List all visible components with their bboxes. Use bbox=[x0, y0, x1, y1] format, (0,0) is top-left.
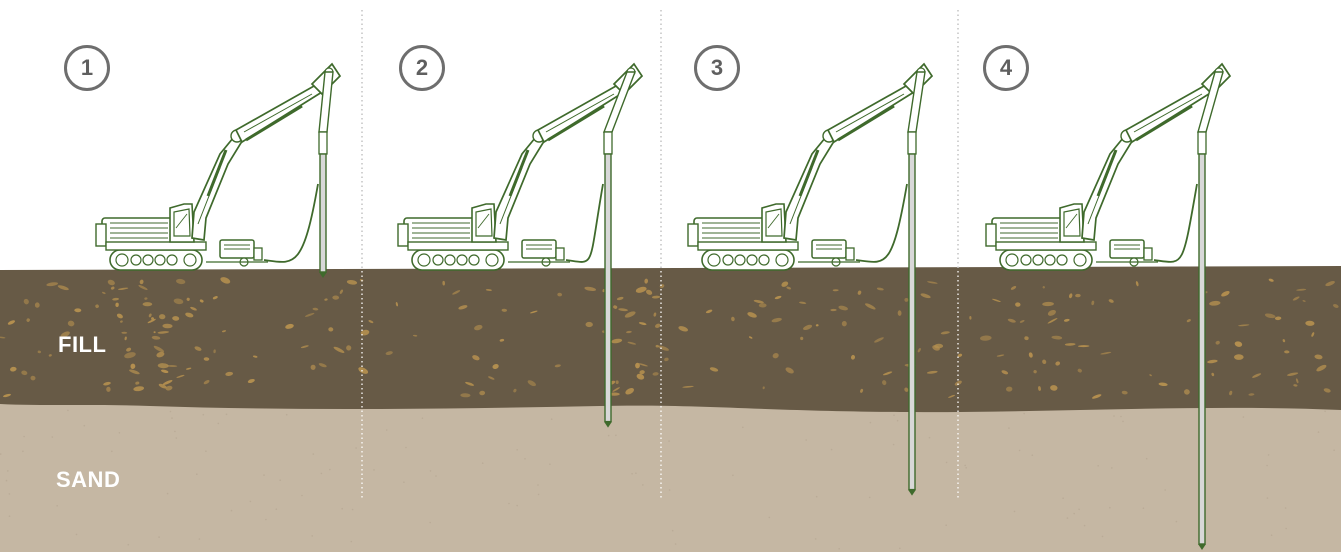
hose-icon bbox=[565, 183, 604, 263]
hose-icon bbox=[1153, 183, 1198, 263]
step-3-panel bbox=[686, 62, 934, 496]
excavator-rig-icon bbox=[984, 62, 1232, 272]
sand-layer-label: SAND bbox=[56, 467, 121, 492]
step-2-badge: 2 bbox=[399, 45, 445, 91]
fill-layer-label: FILL bbox=[58, 332, 107, 357]
step-2-panel bbox=[396, 62, 644, 428]
hose-icon bbox=[263, 183, 319, 263]
step-4-panel bbox=[984, 62, 1232, 550]
pile-icon bbox=[1198, 153, 1206, 545]
pile-tip bbox=[319, 272, 327, 278]
sand-layer bbox=[0, 400, 1341, 552]
excavator-rig-icon bbox=[94, 62, 342, 272]
pile-tip bbox=[604, 421, 612, 428]
pile-tip bbox=[1198, 544, 1206, 550]
step-3-badge: 3 bbox=[694, 45, 740, 91]
step-4-badge: 4 bbox=[983, 45, 1029, 91]
hose-icon bbox=[855, 183, 908, 263]
fill-layer bbox=[0, 266, 1341, 413]
fill-speckles bbox=[0, 277, 1339, 550]
grout-pump-icon bbox=[797, 239, 861, 267]
grout-pump-icon bbox=[507, 239, 571, 267]
grout-pump-icon bbox=[205, 239, 269, 267]
step-1-badge: 1 bbox=[64, 45, 110, 91]
step-1-panel bbox=[94, 62, 342, 278]
grout-pump-icon bbox=[1095, 239, 1159, 267]
pile-tip bbox=[908, 489, 916, 496]
pile-icon bbox=[604, 153, 612, 423]
pile-icon bbox=[908, 153, 916, 491]
pile-icon bbox=[319, 153, 327, 273]
